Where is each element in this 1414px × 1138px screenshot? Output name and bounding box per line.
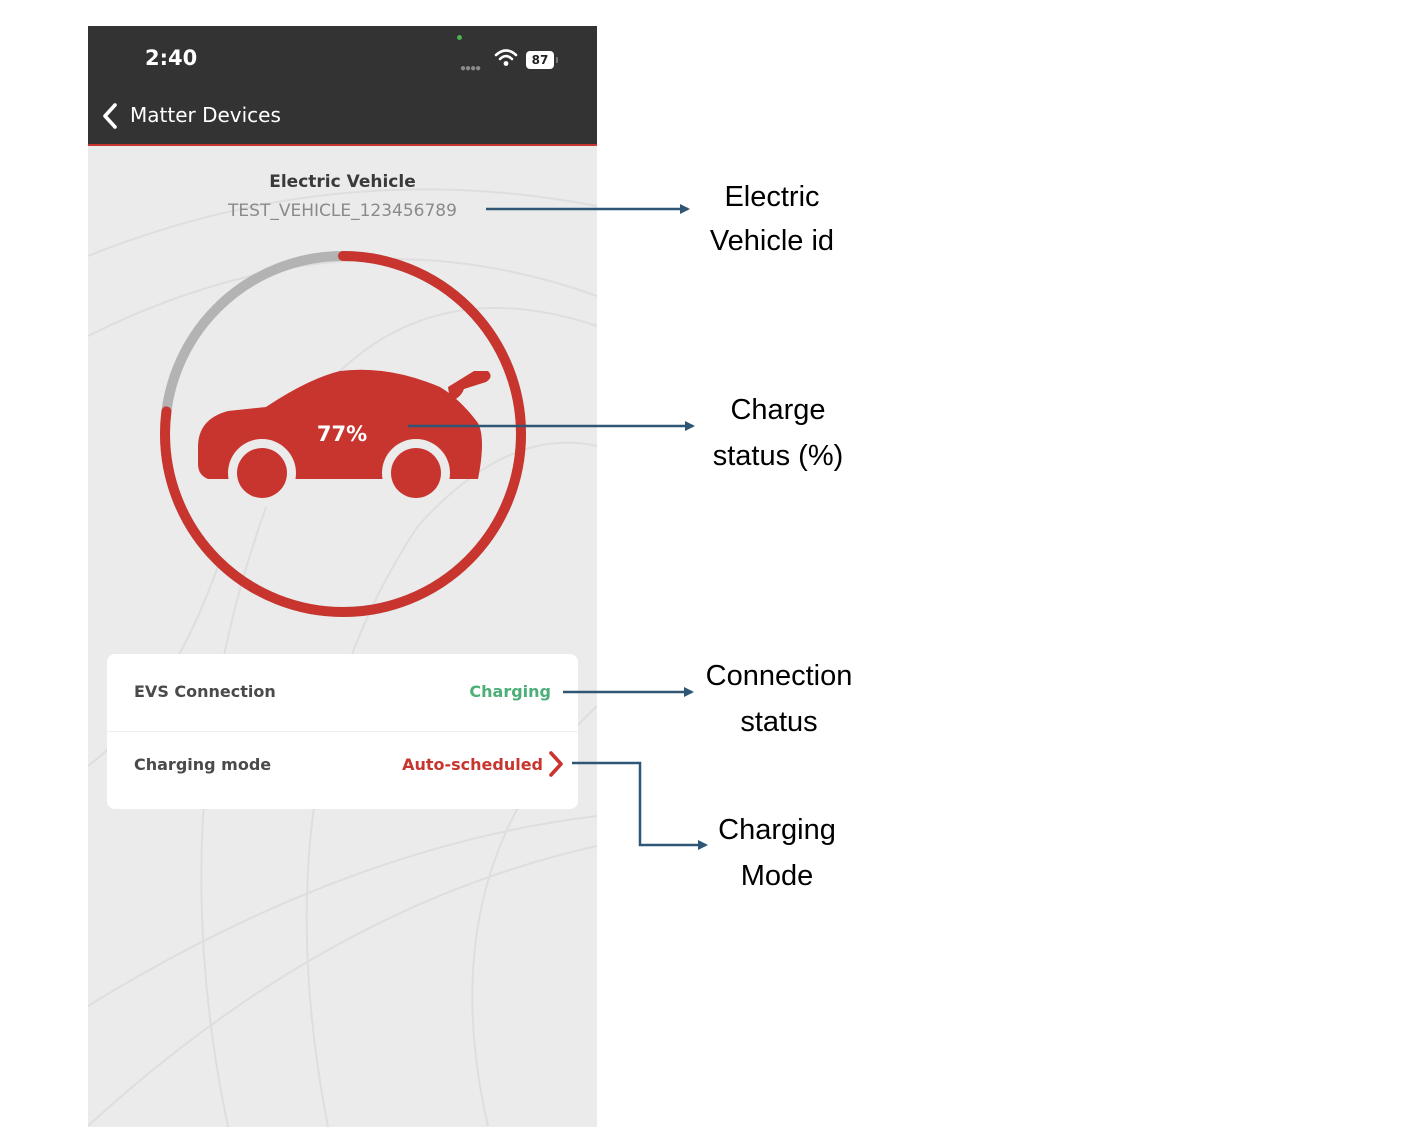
info-card: EVS Connection Charging Charging mode Au… bbox=[107, 654, 578, 809]
camera-indicator-dot bbox=[457, 35, 462, 40]
status-time: 2:40 bbox=[145, 46, 198, 70]
annotation-connection-status: Connection status bbox=[679, 653, 879, 745]
evs-connection-status: Charging bbox=[469, 682, 551, 701]
annotation-vehicle-id: Electric Vehicle id bbox=[682, 175, 862, 263]
top-bar: 2:40 ●●●● 87 Matter Devices bbox=[88, 26, 597, 146]
annotation-connection-status-line1: Connection bbox=[705, 660, 853, 692]
annotation-vehicle-id-line1: Electric bbox=[724, 181, 820, 213]
gauge-fill bbox=[160, 251, 526, 617]
wifi-icon bbox=[494, 49, 518, 66]
annotation-charge-status-line2: status (%) bbox=[712, 440, 844, 472]
annotation-charge-status-line1: Charge bbox=[730, 394, 826, 426]
charge-gauge bbox=[160, 251, 526, 617]
annotation-vehicle-id-line2: Vehicle id bbox=[709, 225, 835, 257]
evs-connection-row: EVS Connection Charging bbox=[107, 654, 578, 732]
arrow-charging-mode bbox=[572, 761, 708, 850]
back-chevron-icon[interactable] bbox=[100, 102, 120, 130]
charging-mode-value[interactable]: Auto-scheduled bbox=[402, 755, 543, 774]
device-id: TEST_VEHICLE_123456789 bbox=[228, 201, 457, 221]
charging-mode-row[interactable]: Charging mode Auto-scheduled bbox=[107, 732, 578, 809]
cellular-signal-icon: ●●●● bbox=[460, 63, 481, 74]
device-title: Electric Vehicle bbox=[269, 172, 416, 192]
car-icon bbox=[198, 369, 491, 507]
chevron-right-icon[interactable] bbox=[548, 750, 564, 778]
annotation-connection-status-line2: status bbox=[740, 706, 818, 738]
battery-icon: 87 bbox=[526, 51, 558, 69]
charge-percent: 77% bbox=[316, 422, 368, 446]
annotation-charging-mode: Charging Mode bbox=[687, 807, 867, 899]
back-button-label[interactable]: Matter Devices bbox=[130, 103, 281, 127]
evs-connection-label: EVS Connection bbox=[134, 682, 276, 701]
annotation-charging-mode-line1: Charging bbox=[718, 814, 836, 846]
annotation-charge-status: Charge status (%) bbox=[688, 387, 868, 479]
charging-mode-label: Charging mode bbox=[134, 755, 272, 774]
annotation-charging-mode-line2: Mode bbox=[740, 860, 814, 892]
